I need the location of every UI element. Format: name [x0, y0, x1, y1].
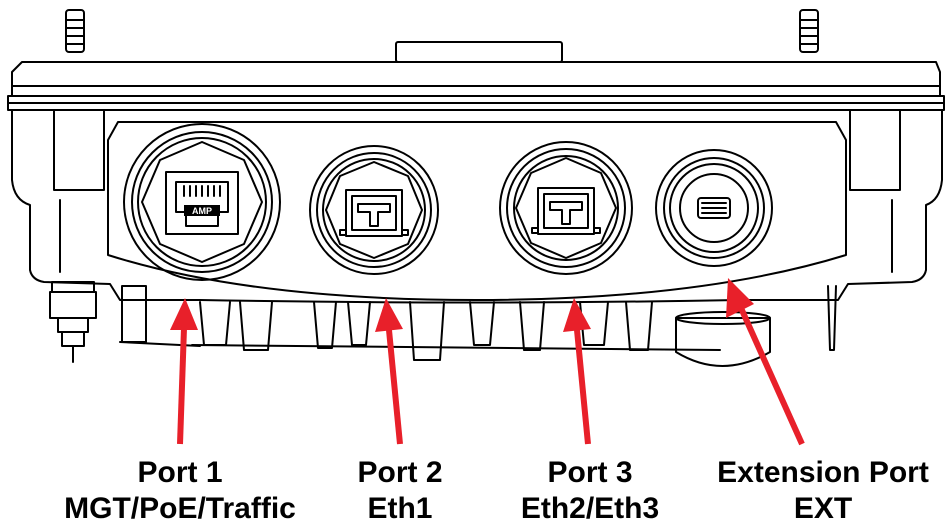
amp-badge: AMP [192, 206, 212, 216]
left-mounting-stud [65, 9, 85, 53]
port-3-name: Port 3 [547, 456, 633, 489]
port-2-connector [309, 145, 439, 275]
arrow-port-2 [375, 298, 403, 445]
arrow-port-3 [563, 298, 591, 445]
port-1-function: MGT/PoE/Traffic [64, 492, 296, 525]
grounding-post [49, 281, 147, 363]
port-3-label: Port 3 Eth2/Eth3 [500, 455, 680, 527]
port-1-name: Port 1 [137, 456, 223, 489]
extension-port-label: Extension Port EXT [698, 455, 948, 527]
port-1-connector [123, 123, 281, 281]
enclosure-body [11, 109, 943, 304]
port-2-name: Port 2 [357, 456, 443, 489]
right-mounting-stud [799, 9, 819, 53]
port-3-connector [499, 141, 633, 275]
port-1-label: Port 1 MGT/PoE/Traffic [20, 455, 340, 527]
arrow-port-1 [170, 298, 198, 445]
port-2-function: Eth1 [367, 492, 433, 525]
underside-heat-fins [119, 285, 837, 367]
port-3-function: Eth2/Eth3 [520, 492, 660, 525]
amp-badge-background [184, 205, 220, 216]
extension-port-function: EXT [793, 492, 853, 525]
extension-port-name: Extension Port [717, 456, 929, 489]
arrow-extension-port [726, 278, 805, 446]
enclosure-lid [7, 41, 945, 111]
port-2-label: Port 2 Eth1 [320, 455, 480, 527]
extension-port-connector [655, 149, 773, 267]
